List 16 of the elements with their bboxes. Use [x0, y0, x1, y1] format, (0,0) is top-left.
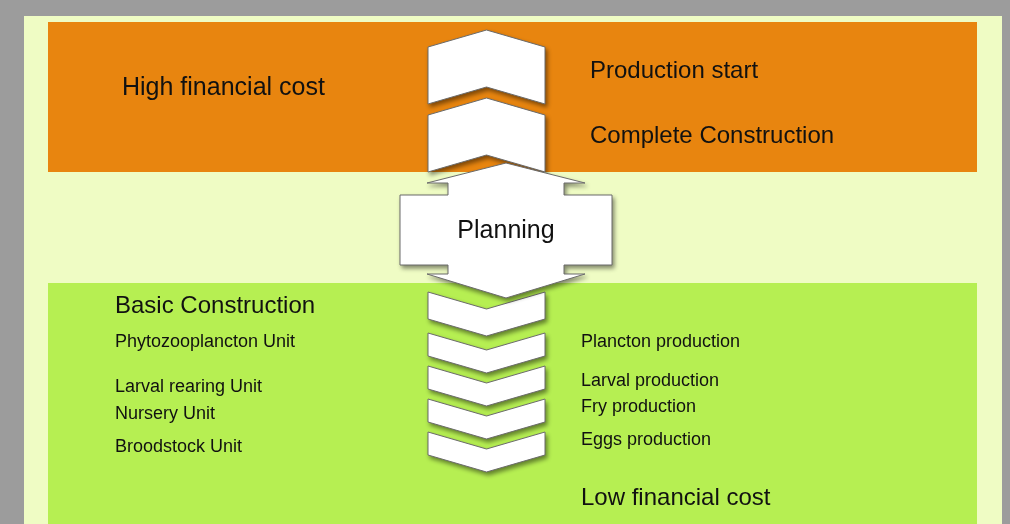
cost-band	[48, 283, 977, 524]
side-label: Fry production	[581, 396, 697, 417]
side-label: Eggs production	[581, 429, 712, 450]
side-label: Broodstock Unit	[115, 436, 243, 457]
side-label: Production start	[590, 56, 759, 84]
band-heading: Basic Construction	[115, 291, 316, 319]
side-label: Phytozooplancton Unit	[115, 331, 296, 352]
band-note: Low financial cost	[581, 483, 771, 511]
side-label: Plancton production	[581, 331, 741, 352]
side-label: Larval production	[581, 370, 720, 391]
block-label: Planning	[456, 215, 556, 244]
cost-band	[48, 22, 977, 172]
side-label: Larval rearing Unit	[115, 376, 263, 397]
side-label: Complete Construction	[590, 121, 835, 149]
band-heading: High financial cost	[122, 72, 325, 101]
side-label: Nursery Unit	[115, 403, 216, 424]
